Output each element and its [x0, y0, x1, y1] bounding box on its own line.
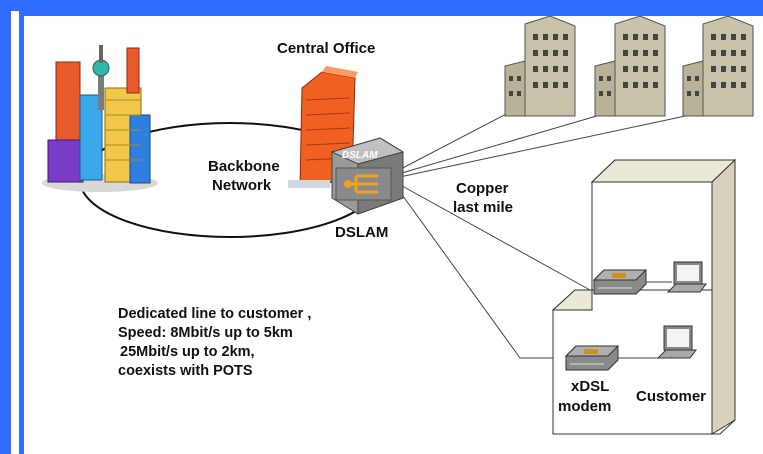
xdsl-label-line2: modem [558, 398, 612, 415]
frame-left-bar [0, 0, 11, 454]
apartment-building-icon [594, 15, 666, 117]
description-line4: coexists with POTS [118, 363, 253, 379]
dslam-label: DSLAM [335, 224, 389, 241]
dslam-device-icon [330, 137, 405, 215]
apartment-building-icon [504, 15, 576, 117]
dslam-box-label: DSLAM [342, 150, 378, 161]
service-description: Dedicated line to customer , Speed: 8Mbi… [118, 305, 311, 381]
copper-label-line1: Copper [456, 180, 509, 197]
modem-icon [592, 269, 648, 295]
laptop-icon [666, 261, 707, 293]
backbone-label-line2: Network [212, 177, 272, 194]
xdsl-label-line1: xDSL [571, 378, 610, 395]
laptop-icon [656, 325, 697, 359]
modem-icon [564, 345, 620, 371]
central-office-label: Central Office [277, 40, 376, 57]
description-line3: 25Mbit/s up to 2km, [120, 344, 255, 360]
frame-top-bar [0, 0, 763, 11]
copper-lines [394, 111, 691, 359]
apartment-building-icon [682, 15, 754, 117]
city-skyline-icon [42, 45, 158, 192]
frame-inner-top-bar [19, 11, 763, 16]
backbone-label-line1: Backbone [208, 158, 280, 175]
frame-inner-left-bar [19, 11, 24, 454]
description-line2: Speed: 8Mbit/s up to 5km [118, 325, 293, 341]
customer-label: Customer [636, 388, 707, 405]
copper-label-line2: last mile [453, 199, 514, 216]
description-line1: Dedicated line to customer , [118, 306, 312, 322]
